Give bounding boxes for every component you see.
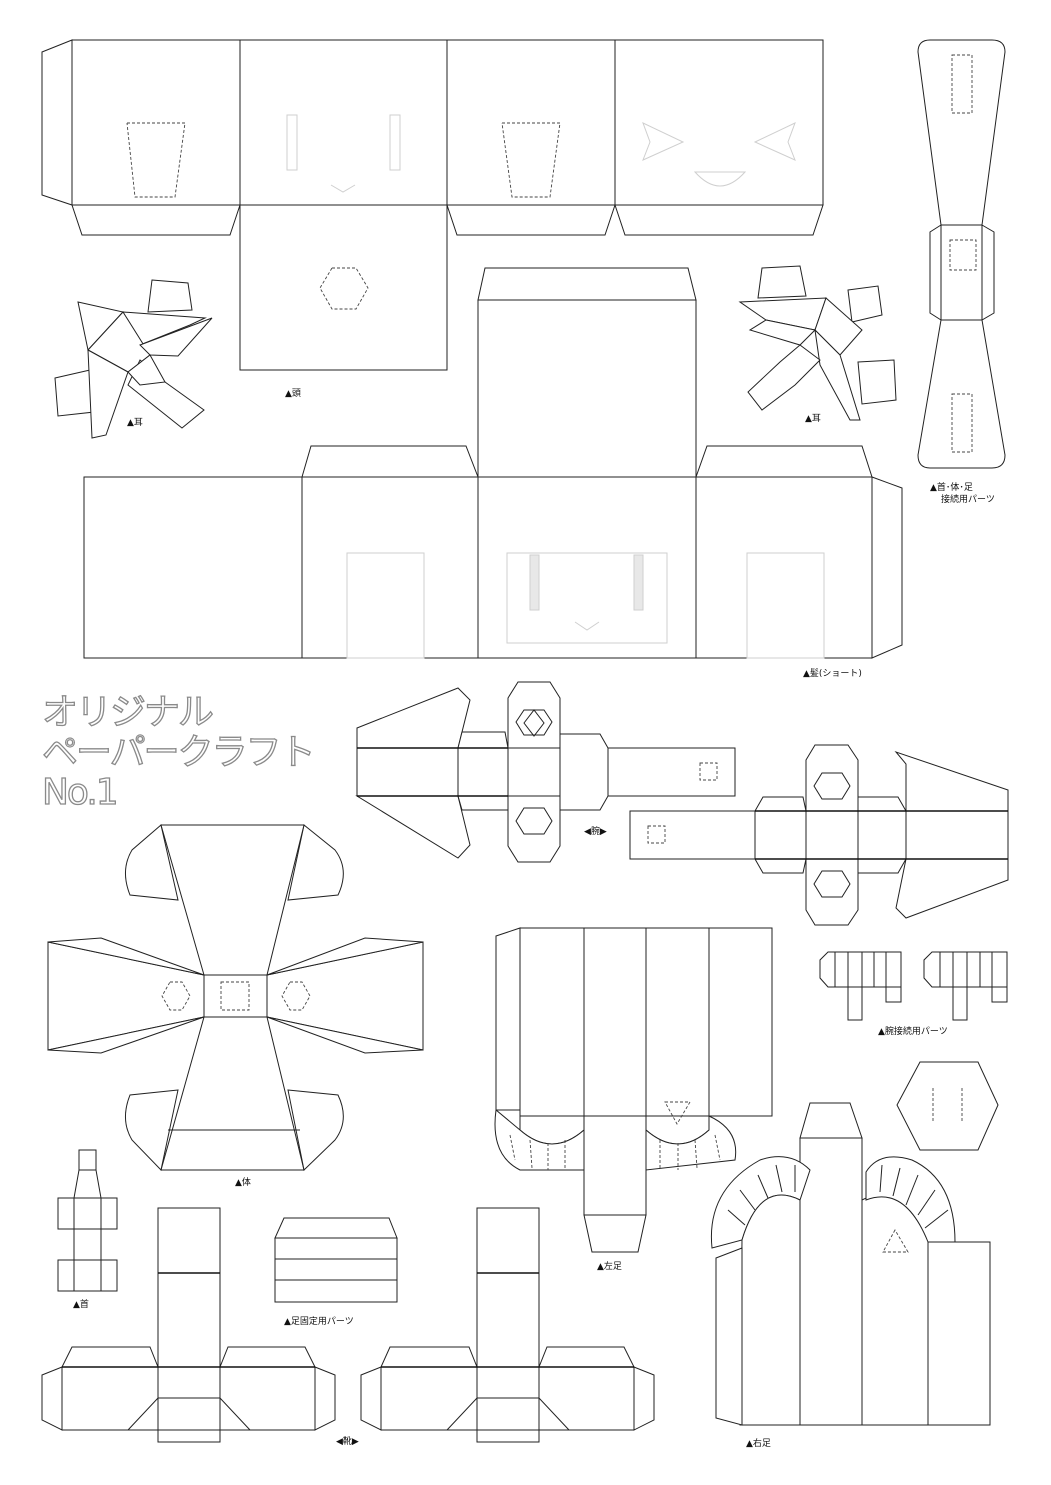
- neck-label: ▲首: [73, 1298, 89, 1310]
- title-line3: No.1: [42, 772, 117, 813]
- arm-connector-label: ▲腕接続用パーツ: [878, 1025, 948, 1037]
- hair-label: ▲髪(ショート): [803, 667, 862, 679]
- body-net: [47, 824, 424, 1172]
- shoes-label: ◀靴▶: [336, 1435, 359, 1447]
- connector-label-2: 接続用パーツ: [941, 493, 995, 505]
- connector-label: ▲首･体･足: [930, 481, 973, 493]
- eye-left-shape: [286, 114, 298, 171]
- arm-connector-net: [819, 951, 1008, 1021]
- ear-right-net: [738, 265, 897, 421]
- right-leg-net: [710, 1102, 991, 1426]
- hexagon-piece: [896, 1061, 999, 1151]
- arm-left-net: [355, 681, 736, 863]
- connector-net: [917, 39, 1006, 469]
- leg-fixing-label: ▲足固定用パーツ: [284, 1315, 354, 1327]
- right-leg-label: ▲右足: [746, 1437, 771, 1449]
- wink-eye-right-shape: [753, 122, 796, 161]
- ear-left-net: [54, 279, 213, 439]
- body-label: ▲体: [235, 1176, 251, 1188]
- eye-right-shape: [389, 114, 401, 171]
- wink-eye-left-shape: [642, 122, 685, 161]
- head-label: ▲頭: [285, 388, 301, 399]
- title-block: オリジナル ペーパークラフト No.1: [41, 691, 316, 813]
- arm-label: ◀腕▶: [584, 825, 607, 837]
- hair-eye-right-shape: [633, 554, 644, 611]
- shoe-right-net: [360, 1207, 655, 1443]
- ear-right-label: ▲耳: [805, 413, 821, 424]
- shoe-left-net: [41, 1207, 336, 1443]
- left-leg-label: ▲左足: [597, 1260, 622, 1272]
- title-line1: オリジナル: [42, 692, 213, 733]
- hair-eye-left-shape: [529, 554, 540, 611]
- arm-right-net: [629, 744, 1009, 926]
- hair-net: [83, 267, 903, 659]
- head-net: [41, 39, 824, 371]
- neck-net: [57, 1149, 118, 1292]
- leg-fixing-net: [274, 1217, 398, 1303]
- open-mouth-shape: [693, 171, 747, 187]
- left-leg-net: [494, 927, 773, 1253]
- title-line2: ペーパークラフト: [42, 732, 314, 773]
- ear-left-label: ▲耳: [127, 417, 143, 428]
- mouth-shape: [330, 184, 356, 193]
